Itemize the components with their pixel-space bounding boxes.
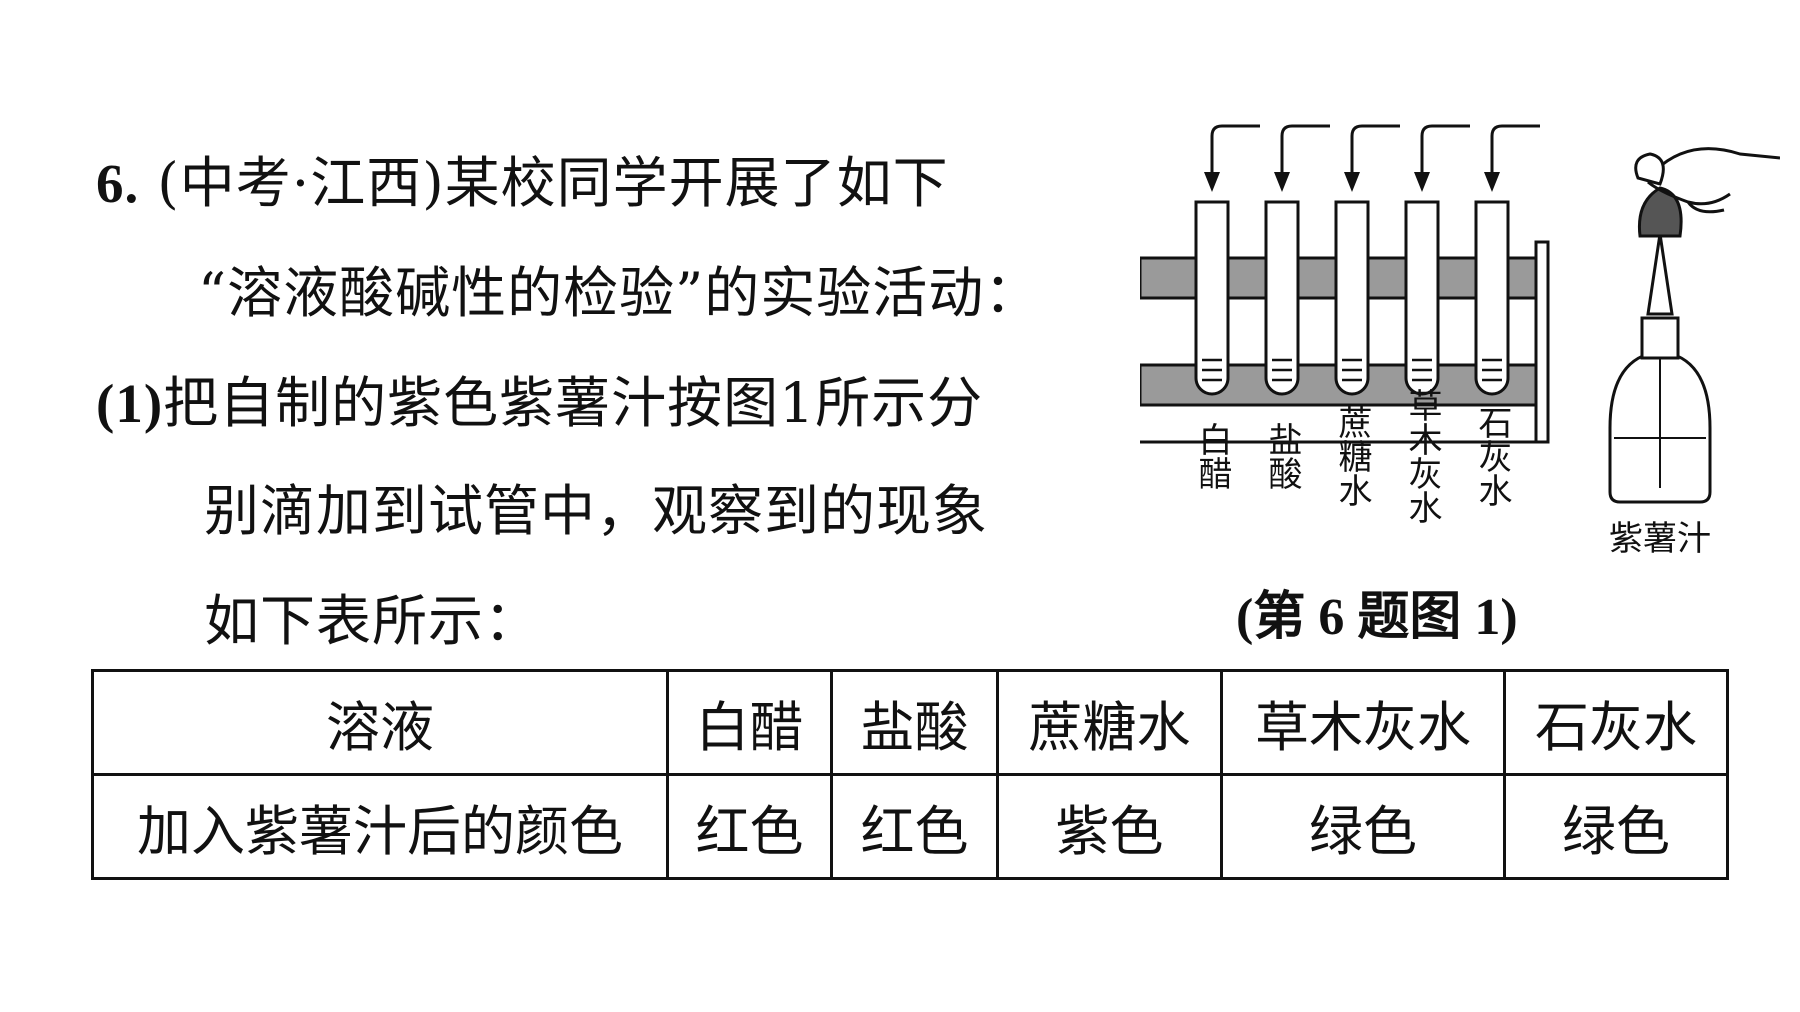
table-cell: 溶液 — [91, 669, 669, 776]
table-cell: 石灰水 — [1503, 669, 1729, 776]
question-number-dot: . — [124, 153, 140, 214]
question-line-3: (1)把自制的紫色紫薯汁按图1所示分 — [96, 370, 983, 437]
table-cell: 红色 — [666, 773, 833, 880]
question-line-4: 别滴加到试管中，观察到的现象 — [204, 479, 989, 543]
test-tube-figure: 白醋 盐酸 蔗糖水 草木灰水 石灰水 紫薯汁 — [1140, 124, 1780, 559]
question-text-1: 某校同学开展了如下 — [444, 151, 949, 215]
question-number: 6 — [96, 153, 125, 214]
tube-label-limewater: 石灰水 — [1472, 405, 1512, 507]
tube-label-hydrochloric-acid: 盐酸 — [1262, 422, 1302, 490]
table-cell: 加入紫薯汁后的颜色 — [91, 773, 669, 880]
table-row: 溶液 白醋 盐酸 蔗糖水 草木灰水 石灰水 — [91, 669, 1729, 776]
table-cell: 绿色 — [1503, 773, 1729, 880]
question-line-2: “溶液酸碱性的检验”的实验活动： — [198, 261, 1041, 325]
question-line-5: 如下表所示： — [204, 589, 541, 653]
table-cell: 盐酸 — [830, 669, 999, 776]
question-source: (中考·江西) — [157, 151, 445, 215]
table-cell: 白醋 — [666, 669, 833, 776]
question-line-1: 6. (中考·江西)某校同学开展了如下 — [96, 150, 949, 217]
table-cell: 紫色 — [996, 773, 1223, 880]
tube-label-plant-ash-water: 草木灰水 — [1402, 388, 1442, 524]
tube-label-sugar-water: 蔗糖水 — [1332, 405, 1372, 507]
tube-label-vinegar: 白醋 — [1192, 422, 1232, 490]
table-cell: 红色 — [830, 773, 999, 880]
table-cell: 蔗糖水 — [996, 669, 1223, 776]
table-cell: 草木灰水 — [1220, 669, 1506, 776]
part-label: (1) — [96, 373, 164, 434]
figure-caption: (第 6 题图 1) — [1236, 589, 1518, 646]
bottle-label: 紫薯汁 — [1609, 519, 1711, 559]
results-table: 溶液 白醋 盐酸 蔗糖水 草木灰水 石灰水 加入紫薯汁后的颜色 红色 红色 紫色… — [91, 669, 1729, 880]
table-cell: 绿色 — [1220, 773, 1506, 880]
table-row: 加入紫薯汁后的颜色 红色 红色 紫色 绿色 绿色 — [91, 773, 1729, 880]
question-text-3: 把自制的紫色紫薯汁按图1所示分 — [163, 371, 984, 435]
